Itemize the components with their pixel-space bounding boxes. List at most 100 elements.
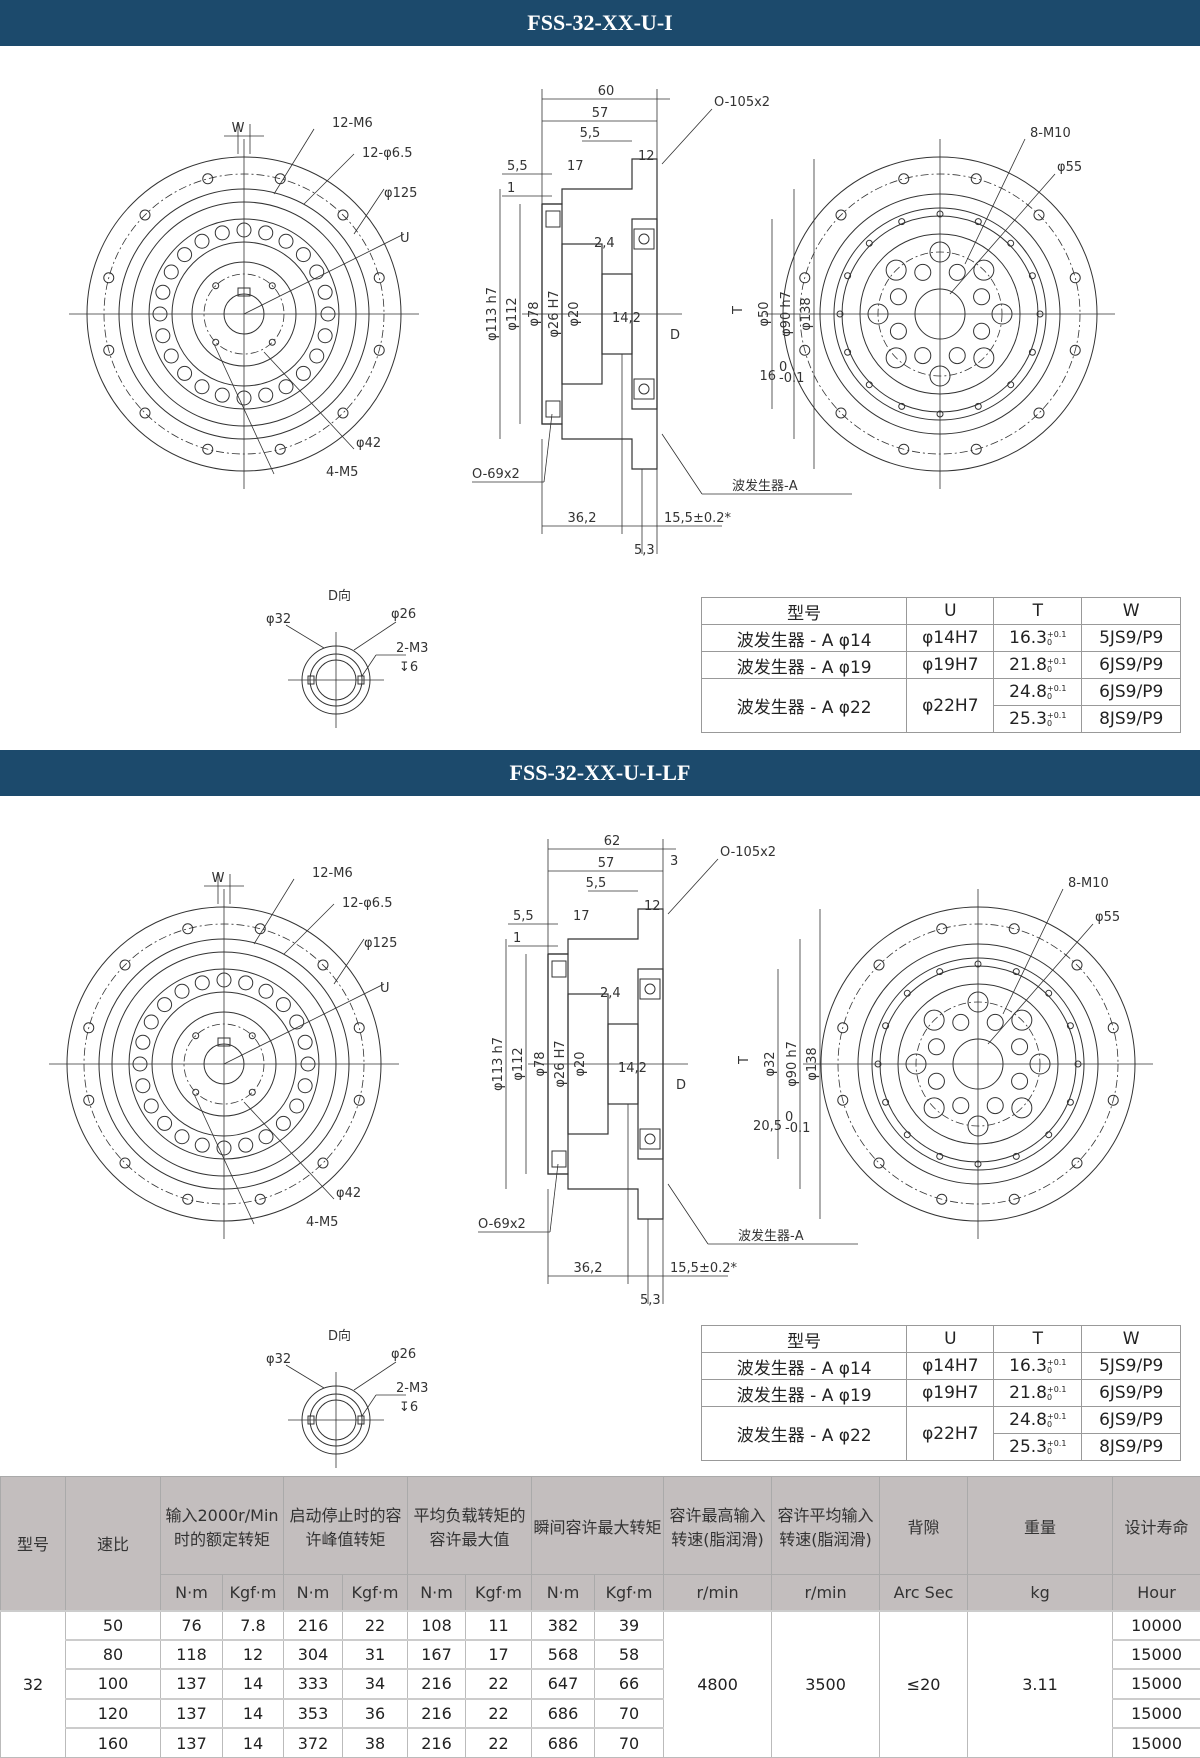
small-hole — [866, 382, 872, 388]
unit-cell: N·m — [284, 1575, 343, 1611]
t-lower-tol: 0 — [1047, 638, 1052, 647]
dimension-line — [354, 189, 384, 234]
dim-60: 60 — [598, 84, 615, 99]
oring-label-bottom: O-69x2 — [478, 1217, 526, 1232]
spec-w: 8JS9/P9 — [1082, 706, 1181, 733]
spec-w: 8JS9/P9 — [1082, 1434, 1181, 1461]
max-speed-cell: 4800 — [664, 1611, 772, 1758]
bearing-ball — [239, 1138, 253, 1152]
dimension-line — [354, 622, 396, 650]
u-label: U — [380, 981, 390, 996]
spec-model: 波发生器 - A φ19 — [702, 652, 907, 679]
t-value: 16.3 — [1009, 628, 1047, 648]
bearing-ball — [259, 226, 273, 240]
value-cell: 216 — [408, 1728, 466, 1757]
d-view-d26: φ26 — [391, 607, 416, 622]
dim-1: 1 — [513, 931, 521, 946]
spec-w: 6JS9/P9 — [1082, 679, 1181, 706]
bearing-ball — [259, 1130, 273, 1144]
dim-57: 57 — [598, 856, 615, 871]
value-cell: 216 — [408, 1699, 466, 1728]
value-cell: 120 — [66, 1699, 161, 1728]
performance-table: 型号 速比 输入2000r/Min时的额定转矩 启动停止时的容许峰值转矩 平均负… — [0, 1476, 1200, 1758]
unit-cell: Kgf·m — [595, 1575, 664, 1611]
spec-model: 波发生器 - A φ22 — [702, 679, 907, 733]
t-label: T — [737, 1056, 752, 1065]
m5-hole — [269, 339, 275, 345]
dim-3: 3 — [670, 854, 678, 869]
model-cell: 32 — [1, 1611, 66, 1758]
header-max-speed: 容许最高输入转速(脂润滑) — [664, 1477, 772, 1575]
value-cell: 137 — [161, 1669, 223, 1698]
life-cell: 15000 — [1113, 1728, 1200, 1757]
dim-5-5: 5,5 — [513, 909, 534, 924]
value-cell: 58 — [595, 1640, 664, 1669]
t-value: 16.3 — [1009, 1356, 1047, 1376]
m10-label: 8-M10 — [1068, 876, 1109, 891]
value-cell: 22 — [343, 1611, 408, 1640]
d42-label: φ42 — [336, 1186, 361, 1201]
section-title: FSS-32-XX-U-I — [527, 10, 672, 35]
spec-w: 6JS9/P9 — [1082, 652, 1181, 679]
d-view-d32: φ32 — [266, 1352, 291, 1367]
dim-d50: φ32 — [763, 1051, 778, 1076]
d125-label: φ125 — [364, 936, 397, 951]
dim-12: 12 — [644, 899, 661, 914]
dimension-line — [662, 434, 702, 494]
value-cell: 304 — [284, 1640, 343, 1669]
pin-hole — [987, 1014, 1003, 1030]
bearing — [640, 979, 660, 999]
value-cell: 14 — [223, 1699, 284, 1728]
bearing-ball — [298, 1079, 312, 1093]
spec-model: 波发生器 - A φ19 — [702, 1380, 907, 1407]
dim-60: 62 — [604, 834, 621, 849]
bearing-ball — [310, 265, 324, 279]
unit-cell: Kgf·m — [466, 1575, 532, 1611]
value-cell: 216 — [284, 1611, 343, 1640]
mounting-hole — [937, 924, 947, 934]
spec-header-w: W — [1082, 1326, 1181, 1353]
dimension-line — [662, 109, 712, 164]
mounting-hole — [1072, 1158, 1082, 1168]
oring-label-top: O-105x2 — [720, 845, 776, 860]
dim-5-5: 5,5 — [507, 159, 528, 174]
m5-hole — [213, 339, 219, 345]
header-rated-torque: 输入2000r/Min时的额定转矩 — [161, 1477, 284, 1575]
d125-label: φ125 — [384, 186, 417, 201]
spec-header-u: U — [907, 598, 994, 625]
spec-u: φ22H7 — [907, 679, 994, 733]
value-cell: 14 — [223, 1728, 284, 1757]
pin-hole — [974, 289, 990, 305]
bearing-ball — [144, 1099, 158, 1113]
dim-5-3: 5,3 — [640, 1293, 661, 1308]
dim-14-2: 14,2 — [618, 1061, 647, 1076]
value-cell: 76 — [161, 1611, 223, 1640]
t-value: 25.3 — [1009, 709, 1047, 729]
t-lower-tol: 0 — [1047, 1393, 1052, 1402]
t-lower-tol: 0 — [1047, 1420, 1052, 1429]
value-cell: 22 — [466, 1699, 532, 1728]
value-cell: 38 — [343, 1728, 408, 1757]
dim-d90: φ90 h7 — [785, 1041, 800, 1087]
unit-cell: N·m — [161, 1575, 223, 1611]
d-view-title: D向 — [328, 588, 351, 604]
spec-header-u: U — [907, 1326, 994, 1353]
bearing-ball — [639, 234, 649, 244]
spec-header-t: T — [994, 598, 1082, 625]
d-view-depth: ↧6 — [399, 1400, 418, 1415]
pin-hole — [928, 1039, 944, 1055]
bearing — [546, 401, 560, 417]
value-cell: 7.8 — [223, 1611, 284, 1640]
value-cell: 14 — [223, 1669, 284, 1698]
value-cell: 34 — [343, 1669, 408, 1698]
dim-12: 12 — [638, 149, 655, 164]
small-hole — [1046, 1132, 1052, 1138]
mounting-hole — [836, 408, 846, 418]
bearing-ball — [279, 380, 293, 394]
unit-cell: Arc Sec — [880, 1575, 968, 1611]
